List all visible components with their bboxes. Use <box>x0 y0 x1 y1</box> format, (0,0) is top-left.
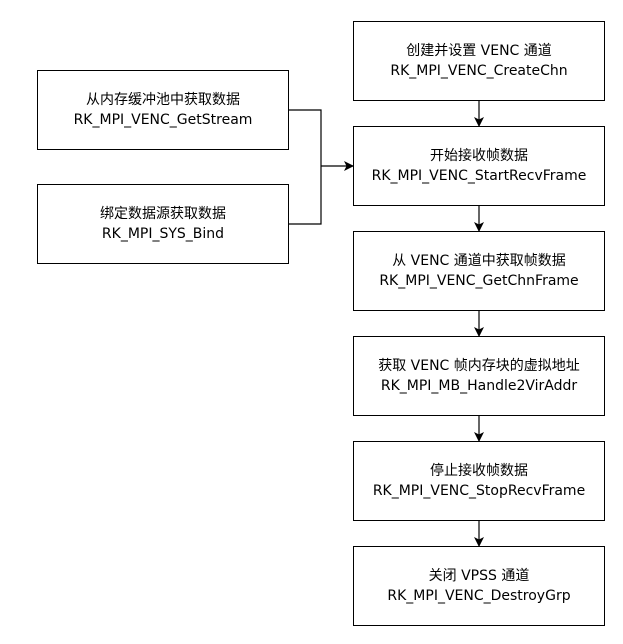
step-api: RK_MPI_VENC_StartRecvFrame <box>371 168 587 184</box>
step-title: 获取 VENC 帧内存块的虚拟地址 <box>378 358 580 374</box>
step-get-chn-frame: 从 VENC 通道中获取帧数据 RK_MPI_VENC_GetChnFrame <box>353 231 605 311</box>
step-api: RK_MPI_VENC_DestroyGrp <box>387 588 571 604</box>
alt-title: 从内存缓冲池中获取数据 <box>86 92 240 108</box>
step-title: 创建并设置 VENC 通道 <box>406 43 552 59</box>
step-title: 开始接收帧数据 <box>430 148 528 164</box>
connector-sysbind <box>289 166 322 225</box>
step-api: RK_MPI_VENC_GetChnFrame <box>379 273 579 289</box>
step-start-recv-frame: 开始接收帧数据 RK_MPI_VENC_StartRecvFrame <box>353 126 605 206</box>
step-title: 关闭 VPSS 通道 <box>428 568 530 584</box>
alt-api: RK_MPI_SYS_Bind <box>101 226 225 242</box>
connector-getstream <box>289 109 322 166</box>
step-api: RK_MPI_VENC_CreateChn <box>390 63 568 79</box>
step-stop-recv-frame: 停止接收帧数据 RK_MPI_VENC_StopRecvFrame <box>353 441 605 521</box>
alt-api: RK_MPI_VENC_GetStream <box>73 112 253 128</box>
alt-title: 绑定数据源获取数据 <box>100 206 226 222</box>
step-api: RK_MPI_MB_Handle2VirAddr <box>380 378 578 394</box>
step-title: 从 VENC 通道中获取帧数据 <box>392 253 566 269</box>
alt-get-stream: 从内存缓冲池中获取数据 RK_MPI_VENC_GetStream <box>37 70 289 150</box>
step-destroy-grp: 关闭 VPSS 通道 RK_MPI_VENC_DestroyGrp <box>353 546 605 626</box>
step-create-chn: 创建并设置 VENC 通道 RK_MPI_VENC_CreateChn <box>353 21 605 101</box>
step-handle2viraddr: 获取 VENC 帧内存块的虚拟地址 RK_MPI_MB_Handle2VirAd… <box>353 336 605 416</box>
alt-sys-bind: 绑定数据源获取数据 RK_MPI_SYS_Bind <box>37 184 289 264</box>
step-api: RK_MPI_VENC_StopRecvFrame <box>372 483 586 499</box>
step-title: 停止接收帧数据 <box>430 463 528 479</box>
